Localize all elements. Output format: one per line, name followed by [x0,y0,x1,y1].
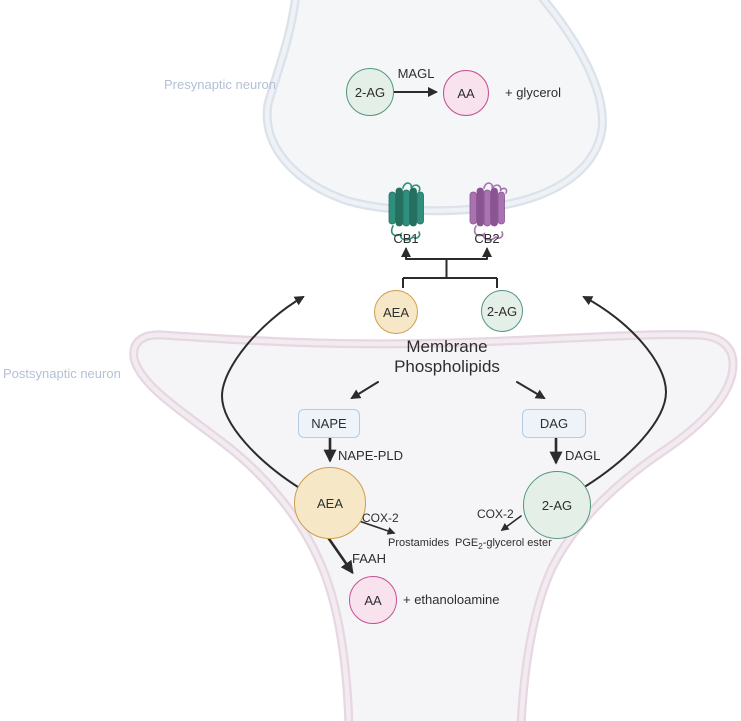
reaction-arrows [220,87,668,575]
faah-enzyme-label: FAAH [352,551,386,566]
presynaptic-neuron-shape [262,0,607,216]
receptor-branch-connector [402,258,498,288]
nape-pld-enzyme-label: NAPE-PLD [338,448,404,463]
postsynaptic-neuron-label: Postsynaptic neuron [3,366,121,381]
cb1-receptor-icon [388,182,424,241]
membrane-title-line1: Membrane [406,337,488,356]
arrow-faah [325,534,354,575]
membrane-title-line2: Phospholipids [394,357,500,376]
nape-box-label: NAPE [311,416,347,431]
pge2-subscript-text: 2 [478,542,483,552]
pge2-glycerol-ester-label: PGE2-glycerol ester [455,537,552,551]
node-2ag-postsynaptic-label: 2-AG [541,497,573,513]
membrane-phospholipids-title: Membrane Phospholipids [377,337,517,377]
arrow-membrane-to-nape [350,381,379,400]
node-aa-presynaptic: AA [443,70,489,116]
cox2-right-label: COX-2 [477,507,514,521]
node-2ag-cleft-label: 2-AG [486,303,518,319]
node-2ag-postsynaptic: 2-AG [523,471,591,539]
ethanolamine-byproduct-label: + ethanoloamine [403,592,500,607]
node-2ag-cleft: 2-AG [481,290,523,332]
glycerol-byproduct-label: + glycerol [505,85,561,100]
node-aea-postsynaptic: AEA [294,467,366,539]
dag-box-label: DAG [539,416,569,431]
node-aa-presynaptic-label: AA [457,85,475,101]
node-aea-postsynaptic-label: AEA [316,495,343,511]
arrow-membrane-to-dag [516,381,546,400]
cb2-receptor-label: CB2 [474,231,500,246]
pge2-rest-text: -glycerol ester [482,537,552,549]
dag-box: DAG [522,409,586,438]
node-aa-postsynaptic-label: AA [364,592,382,608]
node-aea-cleft-label: AEA [382,304,409,320]
node-aea-cleft: AEA [374,290,418,334]
nape-box: NAPE [298,409,360,438]
node-aa-postsynaptic: AA [349,576,397,624]
prostamides-label: Prostamides [388,537,450,549]
arrow-aea-recycle [220,295,305,490]
node-2ag-presynaptic: 2-AG [346,68,394,116]
arrow-2ag-recycle [582,296,668,487]
arrow-cox2-to-pge2 [500,515,522,531]
magl-enzyme-label: MAGL [397,66,435,81]
cb2-receptor-icon [469,182,508,241]
pge2-base-text: PGE [455,537,479,549]
arrow-cox2-to-prostamides [358,520,396,535]
postsynaptic-neuron-shape [129,330,738,721]
presynaptic-neuron-label: Presynaptic neuron [164,77,277,92]
dagl-enzyme-label: DAGL [565,448,601,463]
node-2ag-presynaptic-label: 2-AG [354,84,386,100]
cox2-left-label: COX-2 [362,511,399,525]
cb1-receptor-label: CB1 [393,231,419,246]
